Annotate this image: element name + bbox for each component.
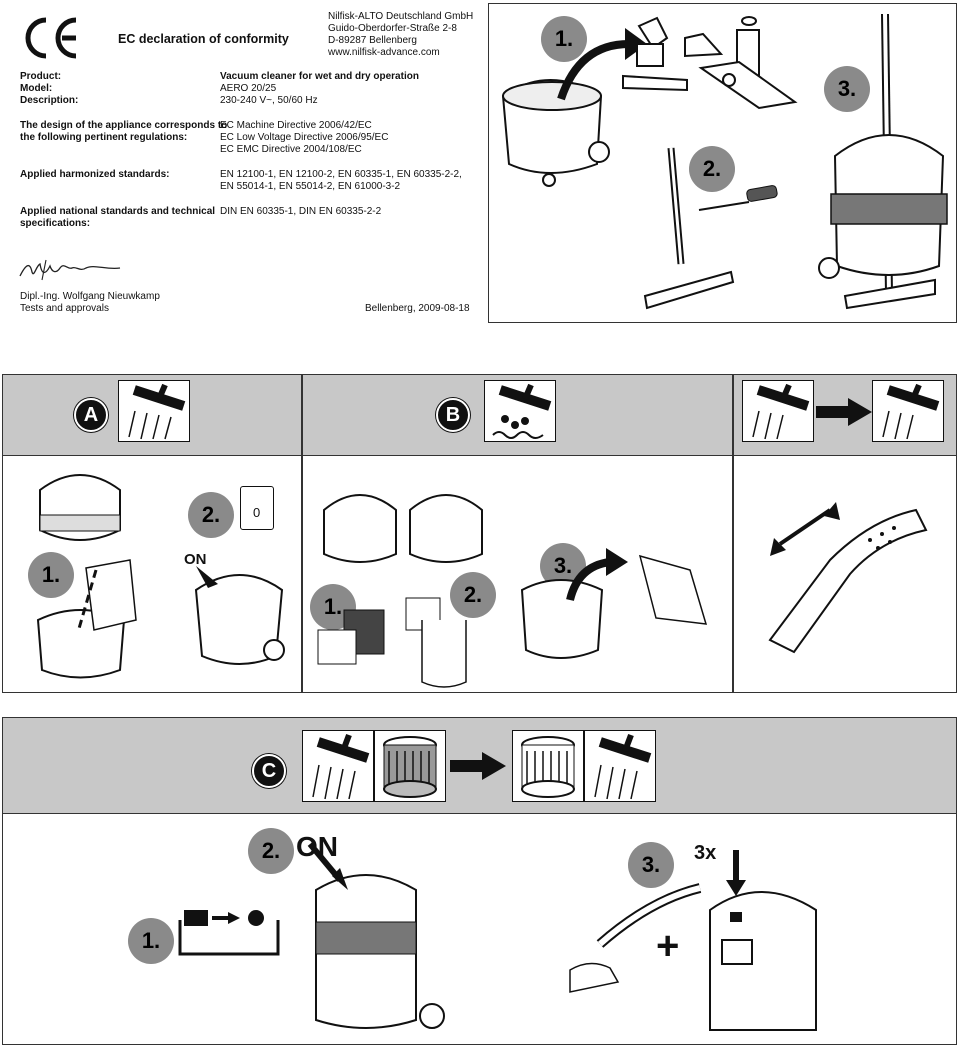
dry-vacuum-icon [118,380,190,442]
product-label: Product: [20,71,62,82]
section-c-step-2-badge: 2. [248,828,294,874]
design-label-line1: The design of the appliance corresponds … [20,120,228,131]
section-b-badge: B [436,398,470,432]
right-arrow-icon [816,398,872,426]
design-value-2: EC Low Voltage Directive 2006/95/EC [220,132,389,143]
divider-b-extra [732,374,734,692]
company-city: D-89287 Bellenberg [328,35,417,46]
company-website: www.nilfisk-advance.com [328,47,440,58]
section-a-illustration [36,474,285,679]
switch-off-label: 0 [253,505,261,520]
dry-vacuum-icon-after [872,380,944,442]
section-c-illustration [178,842,817,1031]
dry-vacuum-icon-before [742,380,814,442]
dry-vacuum-icon-c [302,730,374,802]
section-c-step-3-badge: 3. [628,842,674,888]
declaration-title: EC declaration of conformity [118,32,289,46]
description-value: 230-240 V~, 50/60 Hz [220,95,318,106]
clean-filter-icon [512,730,584,802]
divider-a-b [301,374,303,692]
place-date: Bellenberg, 2009-08-18 [365,303,470,314]
signature-image [16,254,126,284]
assembly-step-1-badge: 1. [541,16,587,62]
harmonized-value-1: EN 12100-1, EN 12100-2, EN 60335-1, EN 6… [220,169,462,180]
signatory-role: Tests and approvals [20,303,109,314]
model-value: AERO 20/25 [220,83,277,94]
plus-sign: + [656,924,680,968]
national-value: DIN EN 60335-1, DIN EN 60335-2-2 [220,206,382,217]
dirty-filter-icon [374,730,446,802]
signatory-name: Dipl.-Ing. Wolfgang Nieuwkamp [20,291,160,302]
ec-declaration-panel: EC declaration of conformity Nilfisk-ALT… [8,2,473,322]
national-label-line1: Applied national standards and technical [20,206,216,217]
design-value-3: EC EMC Directive 2004/108/EC [220,144,362,155]
section-a-step-2-badge: 2. [188,492,234,538]
company-name: Nilfisk-ALTO Deutschland GmbH [328,11,474,22]
harmonized-value-2: EN 55014-1, EN 55014-2, EN 61000-3-2 [220,181,401,192]
wet-vacuum-icon [484,380,556,442]
assembly-step-2-badge: 2. [689,146,735,192]
section-b-illustration [317,494,708,688]
ce-mark-icon [20,14,82,62]
section-c-step-1-badge: 1. [128,918,174,964]
power-switch-icon: 0 [240,486,274,530]
hose-adjust-illustration [768,502,928,654]
product-value: Vacuum cleaner for wet and dry operation [220,71,419,82]
company-street: Guido-Oberdorfer-Straße 2-8 [328,23,457,34]
section-a-badge: A [74,398,108,432]
design-label-line2: the following pertinent regulations: [20,132,188,143]
design-value-1: EC Machine Directive 2006/42/EC [220,120,372,131]
assembly-illustration [501,13,948,310]
dry-vacuum-icon-c-after [584,730,656,802]
national-label-line2: specifications: [20,218,91,229]
right-arrow-icon-c [450,752,506,780]
section-b-step-2-badge: 2. [450,572,496,618]
press-count-label: 3x [694,842,717,864]
harmonized-label: Applied harmonized standards: [20,169,170,180]
description-label: Description: [20,95,79,106]
section-a-on-label: ON [184,551,207,568]
model-label: Model: [20,83,53,94]
section-a-step-1-badge: 1. [28,552,74,598]
section-c-badge: C [252,754,286,788]
assembly-panel: 1. 2. 3. [488,3,957,323]
assembly-step-3-badge: 3. [824,66,870,112]
